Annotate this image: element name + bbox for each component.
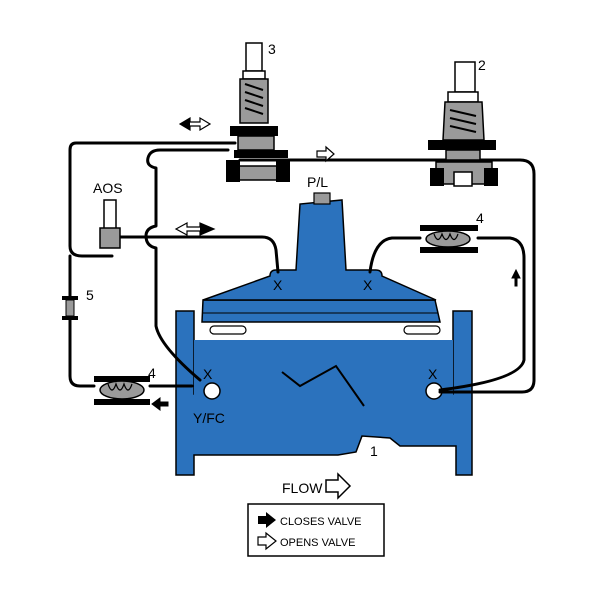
label-5: 5 <box>86 287 94 303</box>
label-1: 1 <box>370 443 378 459</box>
label-3: 3 <box>268 41 276 57</box>
strainer-4-right <box>420 225 478 253</box>
legend-opens-label: OPENS VALVE <box>280 537 355 549</box>
main-valve-body <box>175 192 473 476</box>
label-4-right: 4 <box>476 210 484 226</box>
label-pl: P/L <box>307 174 328 190</box>
label-flow: FLOW <box>282 480 323 496</box>
pilot-tubing <box>68 141 536 394</box>
labels: 3 2 AOS P/L 4 5 4 X X X X Y/FC 1 FLOW <box>86 41 486 496</box>
port-label-x-left-body: X <box>203 366 213 382</box>
label-4-left: 4 <box>148 365 156 381</box>
opens-arrow-icon <box>316 145 335 163</box>
component-5 <box>62 296 78 320</box>
legend-closes-label: CLOSES VALVE <box>280 516 362 528</box>
up-arrow-icon <box>511 268 521 287</box>
port-label-x-left-cover: X <box>273 277 283 293</box>
pilot-2 <box>428 61 498 187</box>
port-yfc-circle <box>203 382 221 400</box>
aos-device <box>99 199 121 249</box>
label-yfc: Y/FC <box>193 410 225 426</box>
legend-closes-arrow-icon <box>258 512 276 528</box>
port-label-x-right-cover: X <box>363 277 373 293</box>
label-2: 2 <box>478 57 486 73</box>
flow-arrows <box>151 116 521 500</box>
flow-arrow-icon <box>325 472 352 500</box>
legend: CLOSES VALVE OPENS VALVE <box>247 503 385 557</box>
legend-box <box>247 503 385 557</box>
legend-opens-arrow-icon <box>257 531 277 551</box>
port-label-x-right-body: X <box>428 366 438 382</box>
strainer-4-left <box>94 376 150 405</box>
pilot-3 <box>226 42 290 182</box>
label-aos: AOS <box>93 180 123 196</box>
closes-arrow-icon <box>151 397 169 411</box>
